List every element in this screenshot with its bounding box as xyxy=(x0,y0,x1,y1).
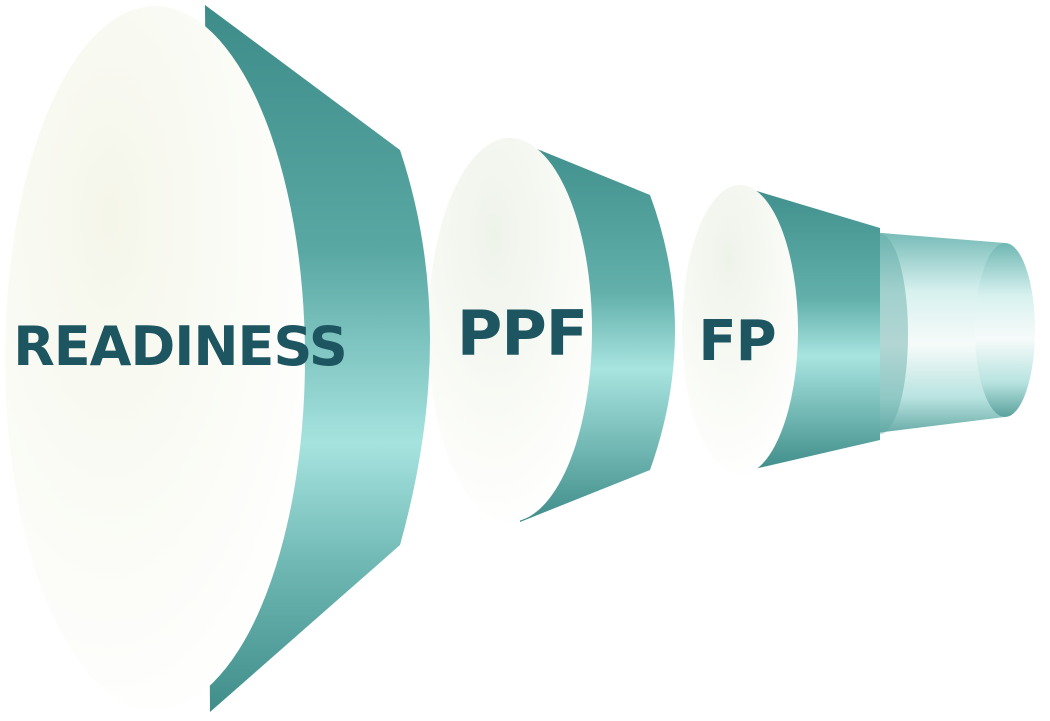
funnel-face-fp xyxy=(682,185,798,475)
funnel-stage-ppf: PPF xyxy=(428,138,675,522)
funnel-face-readiness xyxy=(5,6,305,710)
stage-label-fp: FP xyxy=(698,309,775,374)
funnel-face-ppf xyxy=(428,138,592,522)
stage-label-ppf: PPF xyxy=(457,297,587,370)
funnel-stage-fp: FP xyxy=(682,185,880,475)
funnel-stage-readiness: READINESS xyxy=(5,5,430,712)
stage-label-readiness: READINESS xyxy=(13,315,347,378)
